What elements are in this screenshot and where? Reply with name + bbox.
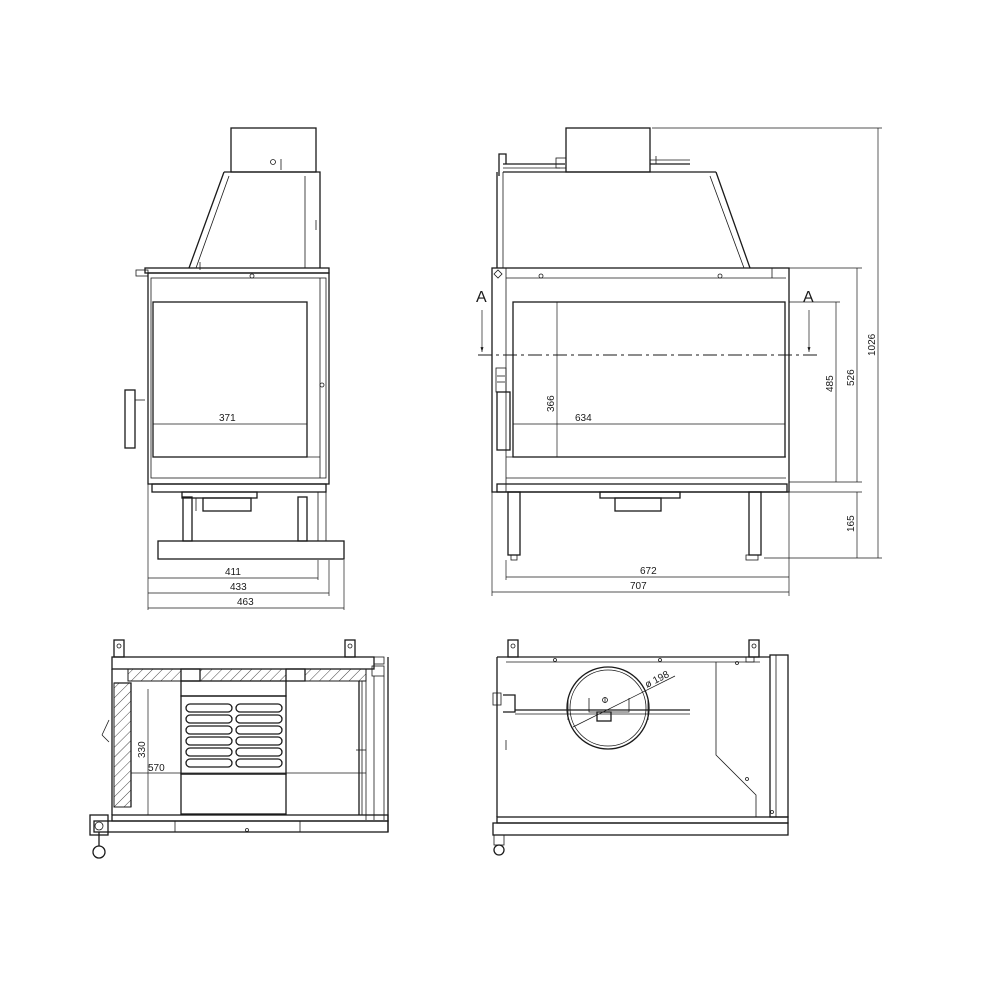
height-total-label: 1026 [867,333,878,356]
side-width-dims: 672 707 [491,492,790,596]
section-mark-right: A [803,289,814,306]
front-width-outer-label: 463 [237,597,254,608]
side-glass-width-label: 634 [575,413,592,424]
baffle-slots [185,703,283,768]
front-width-mid-label: 433 [230,582,247,593]
height-door-label: 485 [825,375,836,392]
side-width-inner-label: 672 [640,566,657,577]
side-height-dims: 485 526 165 1026 [652,127,882,559]
front-view: 371 411 433 463 [124,127,345,610]
front-width-dims: 411 433 463 [147,484,345,610]
section-view: 330 570 [89,639,389,859]
height-body-label: 526 [846,369,857,386]
side-glass-height-label: 366 [546,395,557,412]
section-width-label: 570 [148,763,165,774]
height-legs-label: 165 [846,515,857,532]
section-depth-label: 330 [137,741,148,758]
plan-view: ø 198 [492,639,789,856]
side-view: A A 366 634 672 707 [476,127,882,596]
flue-diameter-label: ø 198 [643,669,671,691]
side-width-outer-label: 707 [630,581,647,592]
section-mark-left: A [476,289,487,306]
front-width-inner-label: 411 [225,567,241,578]
front-glass-width-label: 371 [219,413,236,424]
